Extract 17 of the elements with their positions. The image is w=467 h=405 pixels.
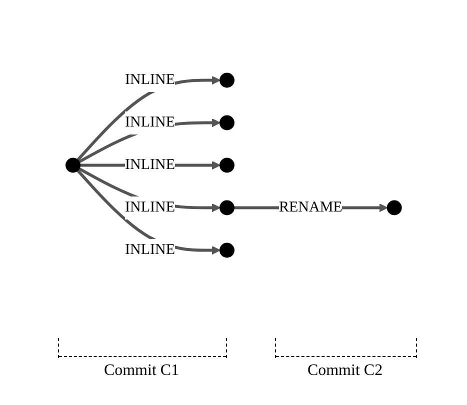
node-circle [219, 72, 234, 88]
edge-label: INLINE [124, 114, 175, 130]
commit-label: Commit C2 [306, 362, 384, 380]
arrow [76, 169, 220, 254]
edge-label: INLINE [124, 72, 175, 88]
node-circle [65, 158, 80, 172]
edge-label: RENAME [278, 199, 342, 216]
edge-label: INLINE [124, 199, 175, 216]
node-circle [219, 242, 234, 258]
edge-label: INLINE [124, 156, 175, 173]
node-circle [219, 158, 234, 172]
node-circle [219, 200, 234, 215]
edge-label: INLINE [124, 242, 175, 258]
arrow [76, 76, 220, 161]
node-circle [386, 200, 402, 215]
commit-label: Commit C1 [102, 362, 180, 380]
node-circle [219, 115, 234, 130]
